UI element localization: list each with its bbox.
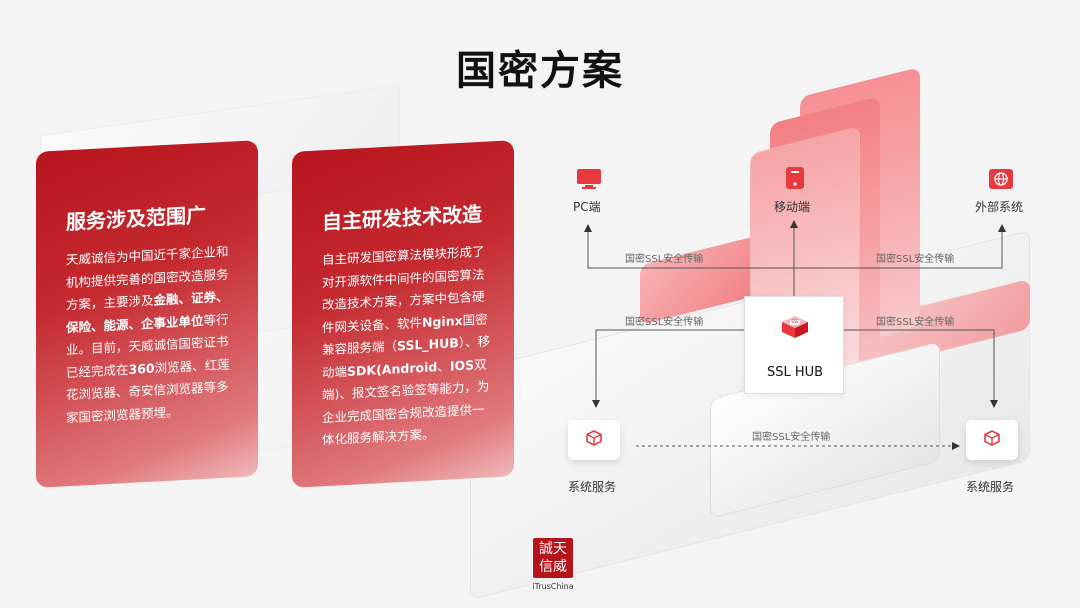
flow-label: 国密SSL安全传输 bbox=[625, 317, 704, 328]
connector-hub-pc bbox=[584, 224, 795, 296]
mobile-label: 移动端 bbox=[774, 200, 811, 214]
page-title: 国密方案 bbox=[456, 48, 624, 94]
external-system-label: 外部系统 bbox=[975, 200, 1024, 214]
cube-icon bbox=[984, 430, 1000, 446]
connector-hub-external bbox=[794, 224, 1006, 269]
mobile-icon bbox=[784, 166, 810, 189]
logo-text: iTrusChina bbox=[532, 582, 574, 591]
ssl-badge-icon: SSL bbox=[781, 315, 809, 339]
service-left-label: 系统服务 bbox=[568, 480, 617, 494]
ssl-hub-label: SSL HUB bbox=[766, 365, 824, 380]
monitor-icon bbox=[576, 168, 602, 190]
globe-icon bbox=[988, 168, 1014, 190]
ssl-hub-node: SSL SSL HUB bbox=[744, 296, 844, 394]
itruschina-logo: 誠天信威 iTrusChina bbox=[531, 538, 575, 594]
logo-seal: 誠天信威 bbox=[533, 538, 573, 578]
service-right-label: 系统服务 bbox=[966, 480, 1015, 494]
flow-label: 国密SSL安全传输 bbox=[752, 432, 831, 443]
connector-hub-service-left bbox=[592, 329, 744, 408]
service-node-left bbox=[568, 420, 620, 460]
ssl-badge-text: SSL bbox=[791, 319, 799, 324]
pc-label: PC端 bbox=[573, 200, 601, 214]
service-node-right bbox=[966, 420, 1018, 460]
flow-label: 国密SSL安全传输 bbox=[876, 317, 955, 328]
logo-chars: 誠天信威 bbox=[539, 541, 567, 575]
connector-hub-service-right bbox=[844, 329, 998, 408]
flow-label: 国密SSL安全传输 bbox=[876, 254, 955, 265]
cube-icon bbox=[586, 430, 602, 446]
flow-label: 国密SSL安全传输 bbox=[625, 254, 704, 265]
